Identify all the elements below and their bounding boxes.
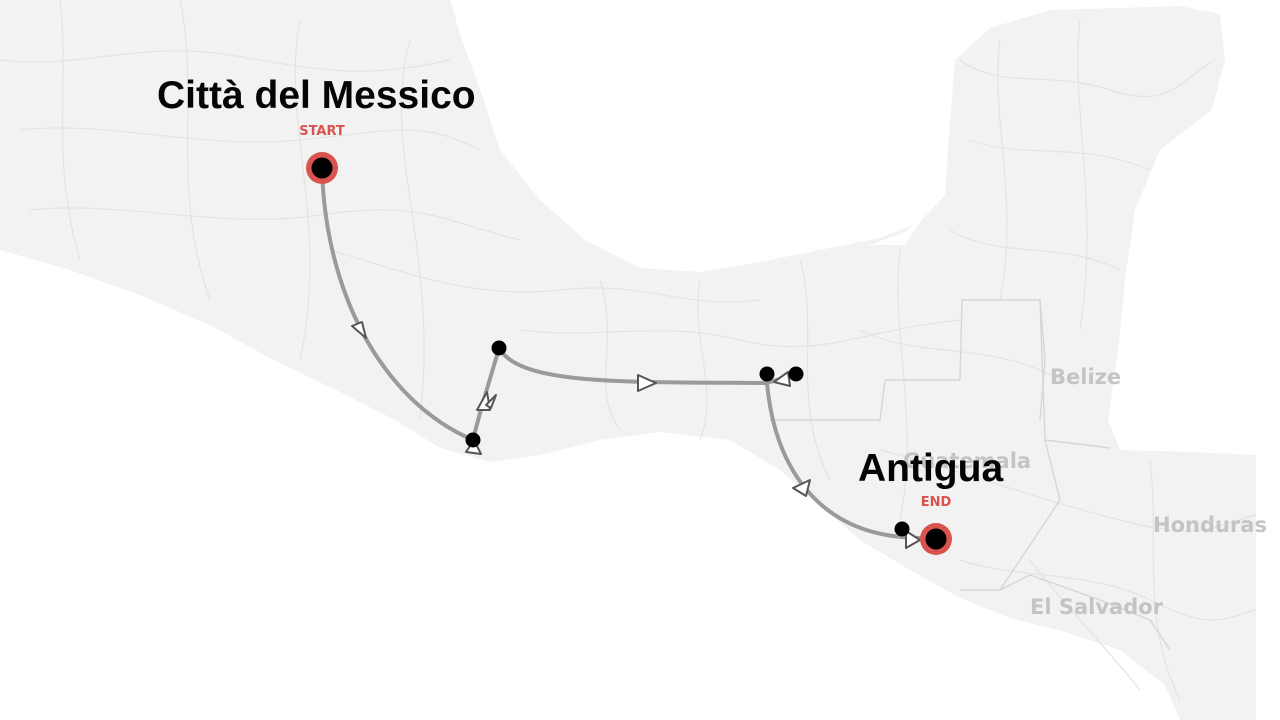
route-layer	[320, 166, 937, 549]
direction-arrow	[637, 374, 657, 392]
end-tag: END	[921, 495, 952, 510]
stop-marker[interactable]	[759, 366, 775, 382]
start-tag: START	[299, 124, 345, 139]
end-marker-dot	[925, 528, 947, 550]
border-guatemala-elsalvador	[960, 574, 1031, 591]
stops-layer	[465, 340, 910, 537]
route-segment-3	[497, 346, 769, 385]
stop-marker[interactable]	[788, 366, 804, 382]
yucatan-bay-cut	[870, 215, 925, 245]
stop-marker[interactable]	[491, 340, 507, 356]
country-labels: Belize Guatemala Honduras El Salvador	[903, 365, 1267, 619]
stop-marker[interactable]	[465, 432, 481, 448]
stop-marker[interactable]	[894, 521, 910, 537]
direction-arrow	[485, 394, 497, 409]
end-marker[interactable]	[920, 523, 952, 555]
start-city-label: Città del Messico	[157, 74, 476, 117]
direction-arrow	[905, 530, 921, 549]
border-honduras-elsalvador	[1029, 574, 1171, 651]
start-marker-dot	[311, 157, 333, 179]
start-marker[interactable]	[306, 152, 338, 184]
country-label-belize: Belize	[1050, 365, 1121, 389]
road-layer	[0, 0, 1257, 701]
border-layer	[770, 299, 1171, 651]
border-guatemala-honduras	[999, 439, 1061, 591]
direction-arrow	[773, 371, 791, 387]
border-mexico-guatemala	[770, 299, 1046, 421]
direction-arrow	[792, 479, 811, 497]
end-city-label: Antigua	[858, 447, 1003, 490]
country-label-guatemala: Guatemala	[903, 449, 1031, 473]
country-label-el-salvador: El Salvador	[1030, 595, 1164, 619]
country-label-honduras: Honduras	[1153, 513, 1267, 537]
direction-arrow	[351, 321, 367, 339]
